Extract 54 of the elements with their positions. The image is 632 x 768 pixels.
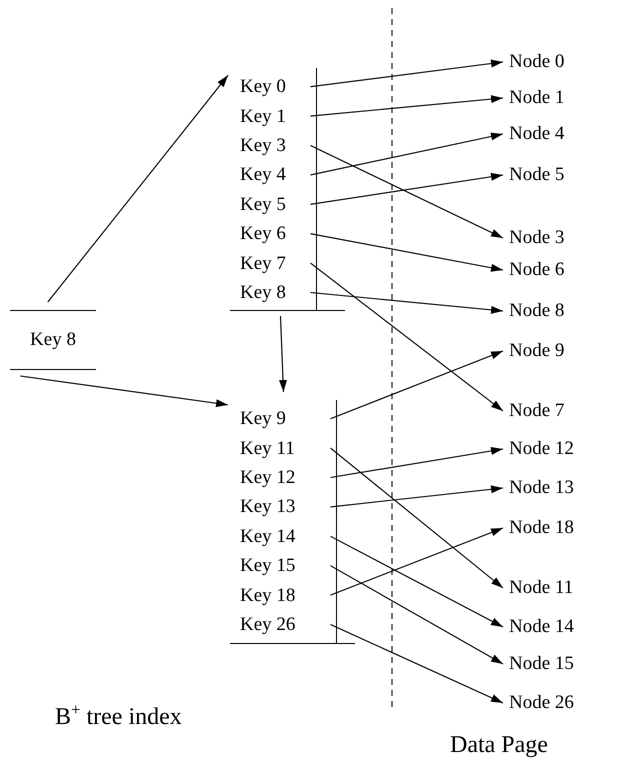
index-caption: B$^{+}$ tree index	[55, 700, 182, 731]
arrow	[310, 145, 504, 238]
arrow	[310, 262, 504, 412]
record-label: Node 18	[505, 515, 601, 541]
arrow	[330, 485, 504, 508]
key-entry: Key 3	[236, 130, 311, 160]
record-label: Node 8	[505, 298, 601, 324]
arrow	[20, 375, 228, 408]
record-label: Node 1	[505, 85, 601, 111]
arrow	[47, 74, 228, 302]
record-label: Node 15	[505, 651, 601, 677]
record-label: Node 12	[505, 436, 601, 462]
key-entry: Key 7	[236, 248, 311, 278]
record-label: Node 26	[505, 690, 601, 716]
key-entry: Key 11	[236, 433, 331, 463]
record-label: Node 11	[505, 575, 601, 601]
arrow	[279, 316, 288, 392]
record-label: Node 0	[505, 49, 601, 75]
arrow	[310, 292, 504, 314]
key-entry: Key 9	[236, 404, 331, 434]
root-node: Key 8	[10, 310, 96, 370]
arrow	[330, 447, 504, 478]
key-entry: Key 0	[236, 72, 311, 102]
record-label: Node 5	[505, 162, 601, 188]
arrow	[310, 233, 504, 272]
key-entry: Key 14	[236, 522, 331, 551]
arrow	[330, 350, 504, 420]
arrow	[330, 565, 504, 664]
arrow	[310, 132, 504, 176]
key-entry: Key 8	[236, 278, 311, 308]
record-label: Node 14	[505, 614, 601, 640]
key-entry: Key 12	[236, 462, 331, 492]
record-label: Node 7	[505, 398, 601, 424]
arrow	[310, 172, 504, 205]
key-entry: Key 13	[236, 492, 331, 522]
record-label: Node 9	[505, 338, 601, 364]
arrow	[330, 536, 504, 628]
key-entry: Key 6	[236, 219, 311, 248]
key-entry: Key 4	[236, 160, 311, 190]
arrow	[330, 527, 504, 596]
key-entry: Key 5	[236, 190, 311, 219]
record-label: Node 13	[505, 475, 601, 501]
key-entry: Key 1	[236, 101, 311, 131]
data-page-caption: Data Page	[450, 732, 548, 759]
arrow	[310, 95, 504, 117]
arrow	[310, 60, 504, 88]
record-label: Node 3	[505, 225, 601, 251]
key-entry: Key 15	[236, 551, 331, 580]
arrow	[330, 624, 504, 704]
record-label: Node 4	[505, 121, 601, 147]
key-entry: Key 26	[236, 610, 331, 640]
record-label: Node 6	[505, 257, 601, 283]
key-entry: Key 18	[236, 580, 331, 610]
arrow	[330, 448, 504, 588]
